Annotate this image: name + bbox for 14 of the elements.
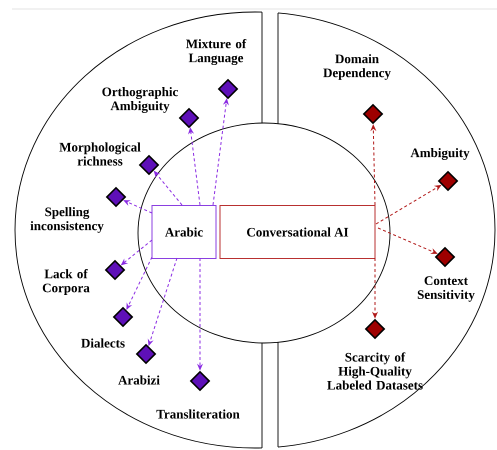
challenge-label: Domain Dependency — [323, 54, 391, 80]
category-box: Conversational AI — [220, 205, 376, 259]
challenge-label: Lack of Corpora — [42, 269, 90, 295]
challenge-label: Context Sensitivity — [418, 276, 475, 302]
category-box: Arabic — [152, 205, 216, 259]
challenge-label: Scarcity of High-Quality Labeled Datasets — [327, 352, 423, 390]
challenge-label: Orthographic Ambiguity — [102, 87, 178, 113]
challenge-label: Dialects — [81, 338, 125, 348]
challenge-label: Mixture of Language — [186, 38, 246, 65]
challenge-label: Morphological richness — [59, 142, 141, 166]
challenge-label: Spelling inconsistency — [30, 207, 104, 233]
challenge-label: Transliteration — [156, 409, 240, 419]
challenge-label: Ambiguity — [410, 148, 470, 160]
challenge-label: Arabizi — [118, 375, 160, 385]
